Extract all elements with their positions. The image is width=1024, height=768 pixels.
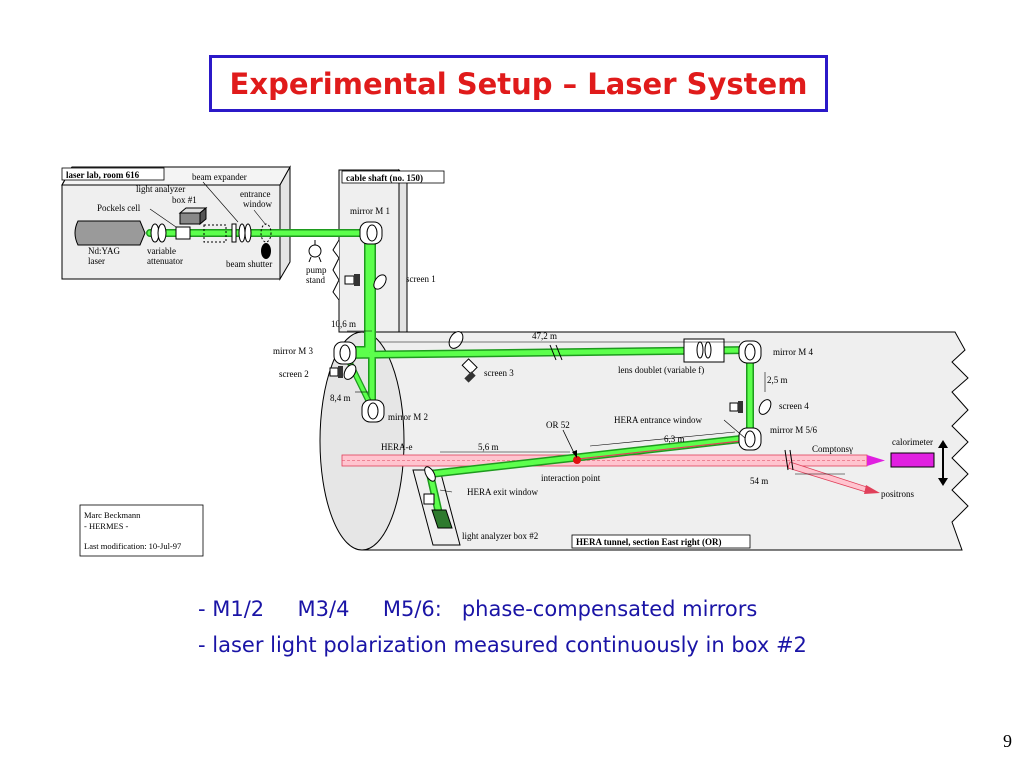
label-screen-2: screen 2 <box>279 369 309 379</box>
dimension-lines <box>149 181 845 493</box>
author-group: - HERMES - <box>84 521 129 531</box>
lens-icon <box>231 223 252 243</box>
label-dist-54: 54 m <box>750 476 768 486</box>
label-attenuator: attenuator <box>147 256 183 266</box>
label-dist-10-6: 10,6 m <box>331 319 356 329</box>
label-box1: box #1 <box>172 195 197 205</box>
label-positrons: positrons <box>881 489 915 499</box>
entrance-window-optic <box>260 223 272 243</box>
label-dist-5-6: 5,6 m <box>478 442 499 452</box>
label-calorimeter: calorimeter <box>892 437 933 447</box>
label-screen-1: screen 1 <box>406 274 436 284</box>
label-mirror-m56: mirror M 5/6 <box>770 425 817 435</box>
slide-title: Experimental Setup – Laser System <box>229 66 808 101</box>
calorimeter-block <box>890 452 935 468</box>
mirror-icon <box>424 466 436 482</box>
double-arrow-icon <box>938 440 948 486</box>
mirror-m3 <box>333 341 357 365</box>
label-dist-6-3: 6,3 m <box>664 434 685 444</box>
camera-icon <box>729 401 743 413</box>
label-dist-2-5: 2,5 m <box>767 375 788 385</box>
camera-icon <box>329 366 343 378</box>
label-interaction-point: interaction point <box>541 473 601 483</box>
or52-leader <box>562 429 576 456</box>
label-mirror-m1: mirror M 1 <box>350 206 390 216</box>
ndyag-laser <box>74 220 146 246</box>
label-mirror-m2: mirror M 2 <box>388 412 428 422</box>
title-box: Experimental Setup – Laser System <box>209 55 828 112</box>
bullet-mirrors: - M1/2 M3/4 M5/6: phase-compensated mirr… <box>198 597 758 621</box>
mirror-icon <box>373 274 387 290</box>
label-mirror-m3: mirror M 3 <box>273 346 313 356</box>
label-entrance-2: window <box>243 199 273 209</box>
label-light-analyzer-box2: light analyzer box #2 <box>462 531 538 541</box>
mirror-m1 <box>359 221 383 245</box>
camera-icon <box>344 274 360 286</box>
mirror-icon <box>758 399 772 415</box>
light-analyzer-box1 <box>178 206 208 226</box>
cable-shaft-label-box <box>341 170 445 184</box>
dashed-optic-box <box>203 224 227 243</box>
label-beam-expander: beam expander <box>192 172 247 182</box>
laser-lab-label-box <box>61 167 165 181</box>
box2-detector <box>431 509 453 529</box>
hera-tunnel <box>319 331 969 551</box>
interaction-point-marker <box>573 456 581 464</box>
label-hera-e: HERA-e <box>381 442 413 452</box>
mirror-icon <box>157 223 167 243</box>
label-stand: stand <box>306 275 325 285</box>
page-number: 9 <box>1003 731 1012 751</box>
mirror-m56 <box>738 427 762 451</box>
label-light-analyzer-1: light analyzer <box>136 184 185 194</box>
pump-icon <box>308 240 322 263</box>
bullet-polarization: - laser light polarization measured cont… <box>198 633 807 657</box>
label-mirror-m4: mirror M 4 <box>773 347 813 357</box>
cable-shaft-label: cable shaft (no. 150) <box>346 173 423 183</box>
box2-optic <box>423 493 435 505</box>
lens-doublet <box>683 338 725 363</box>
author-box <box>79 504 204 557</box>
label-compton: Comptonsγ <box>812 444 853 454</box>
label-dist-8-4: 8,4 m <box>330 393 351 403</box>
label-dist-47-2: 47,2 m <box>532 331 557 341</box>
hera-tunnel-label: HERA tunnel, section East right (OR) <box>576 537 722 547</box>
label-lens-doublet: lens doublet (variable f) <box>618 365 704 375</box>
mirror-m2 <box>361 399 385 423</box>
label-ndyag: Nd:YAG <box>88 246 121 256</box>
label-hera-entrance-window: HERA entrance window <box>614 415 702 425</box>
label-variable: variable <box>147 246 176 256</box>
mirror-icon <box>448 331 464 349</box>
label-entrance-1: entrance <box>240 189 270 199</box>
label-screen-3: screen 3 <box>484 368 514 378</box>
label-hera-exit-window: HERA exit window <box>467 487 538 497</box>
pockels-cell-box <box>175 226 191 240</box>
camera-icon <box>461 358 478 383</box>
beam-shutter-block <box>261 243 271 259</box>
label-or52: OR 52 <box>546 420 570 430</box>
label-laser: laser <box>88 256 105 266</box>
mirror-m4 <box>738 340 762 364</box>
hera-tunnel-label-box <box>571 534 751 549</box>
laser-lab-label: laser lab, room 616 <box>66 170 140 180</box>
label-screen-4: screen 4 <box>779 401 809 411</box>
label-pump: pump <box>306 265 327 275</box>
mirror-icon <box>343 364 357 380</box>
author-name: Marc Beckmann <box>84 510 141 520</box>
hera-beam <box>341 449 885 494</box>
label-beam-shutter: beam shutter <box>226 259 272 269</box>
label-pockels-cell: Pockels cell <box>97 203 141 213</box>
author-modified: Last modification: 10-Jul-97 <box>84 541 181 551</box>
